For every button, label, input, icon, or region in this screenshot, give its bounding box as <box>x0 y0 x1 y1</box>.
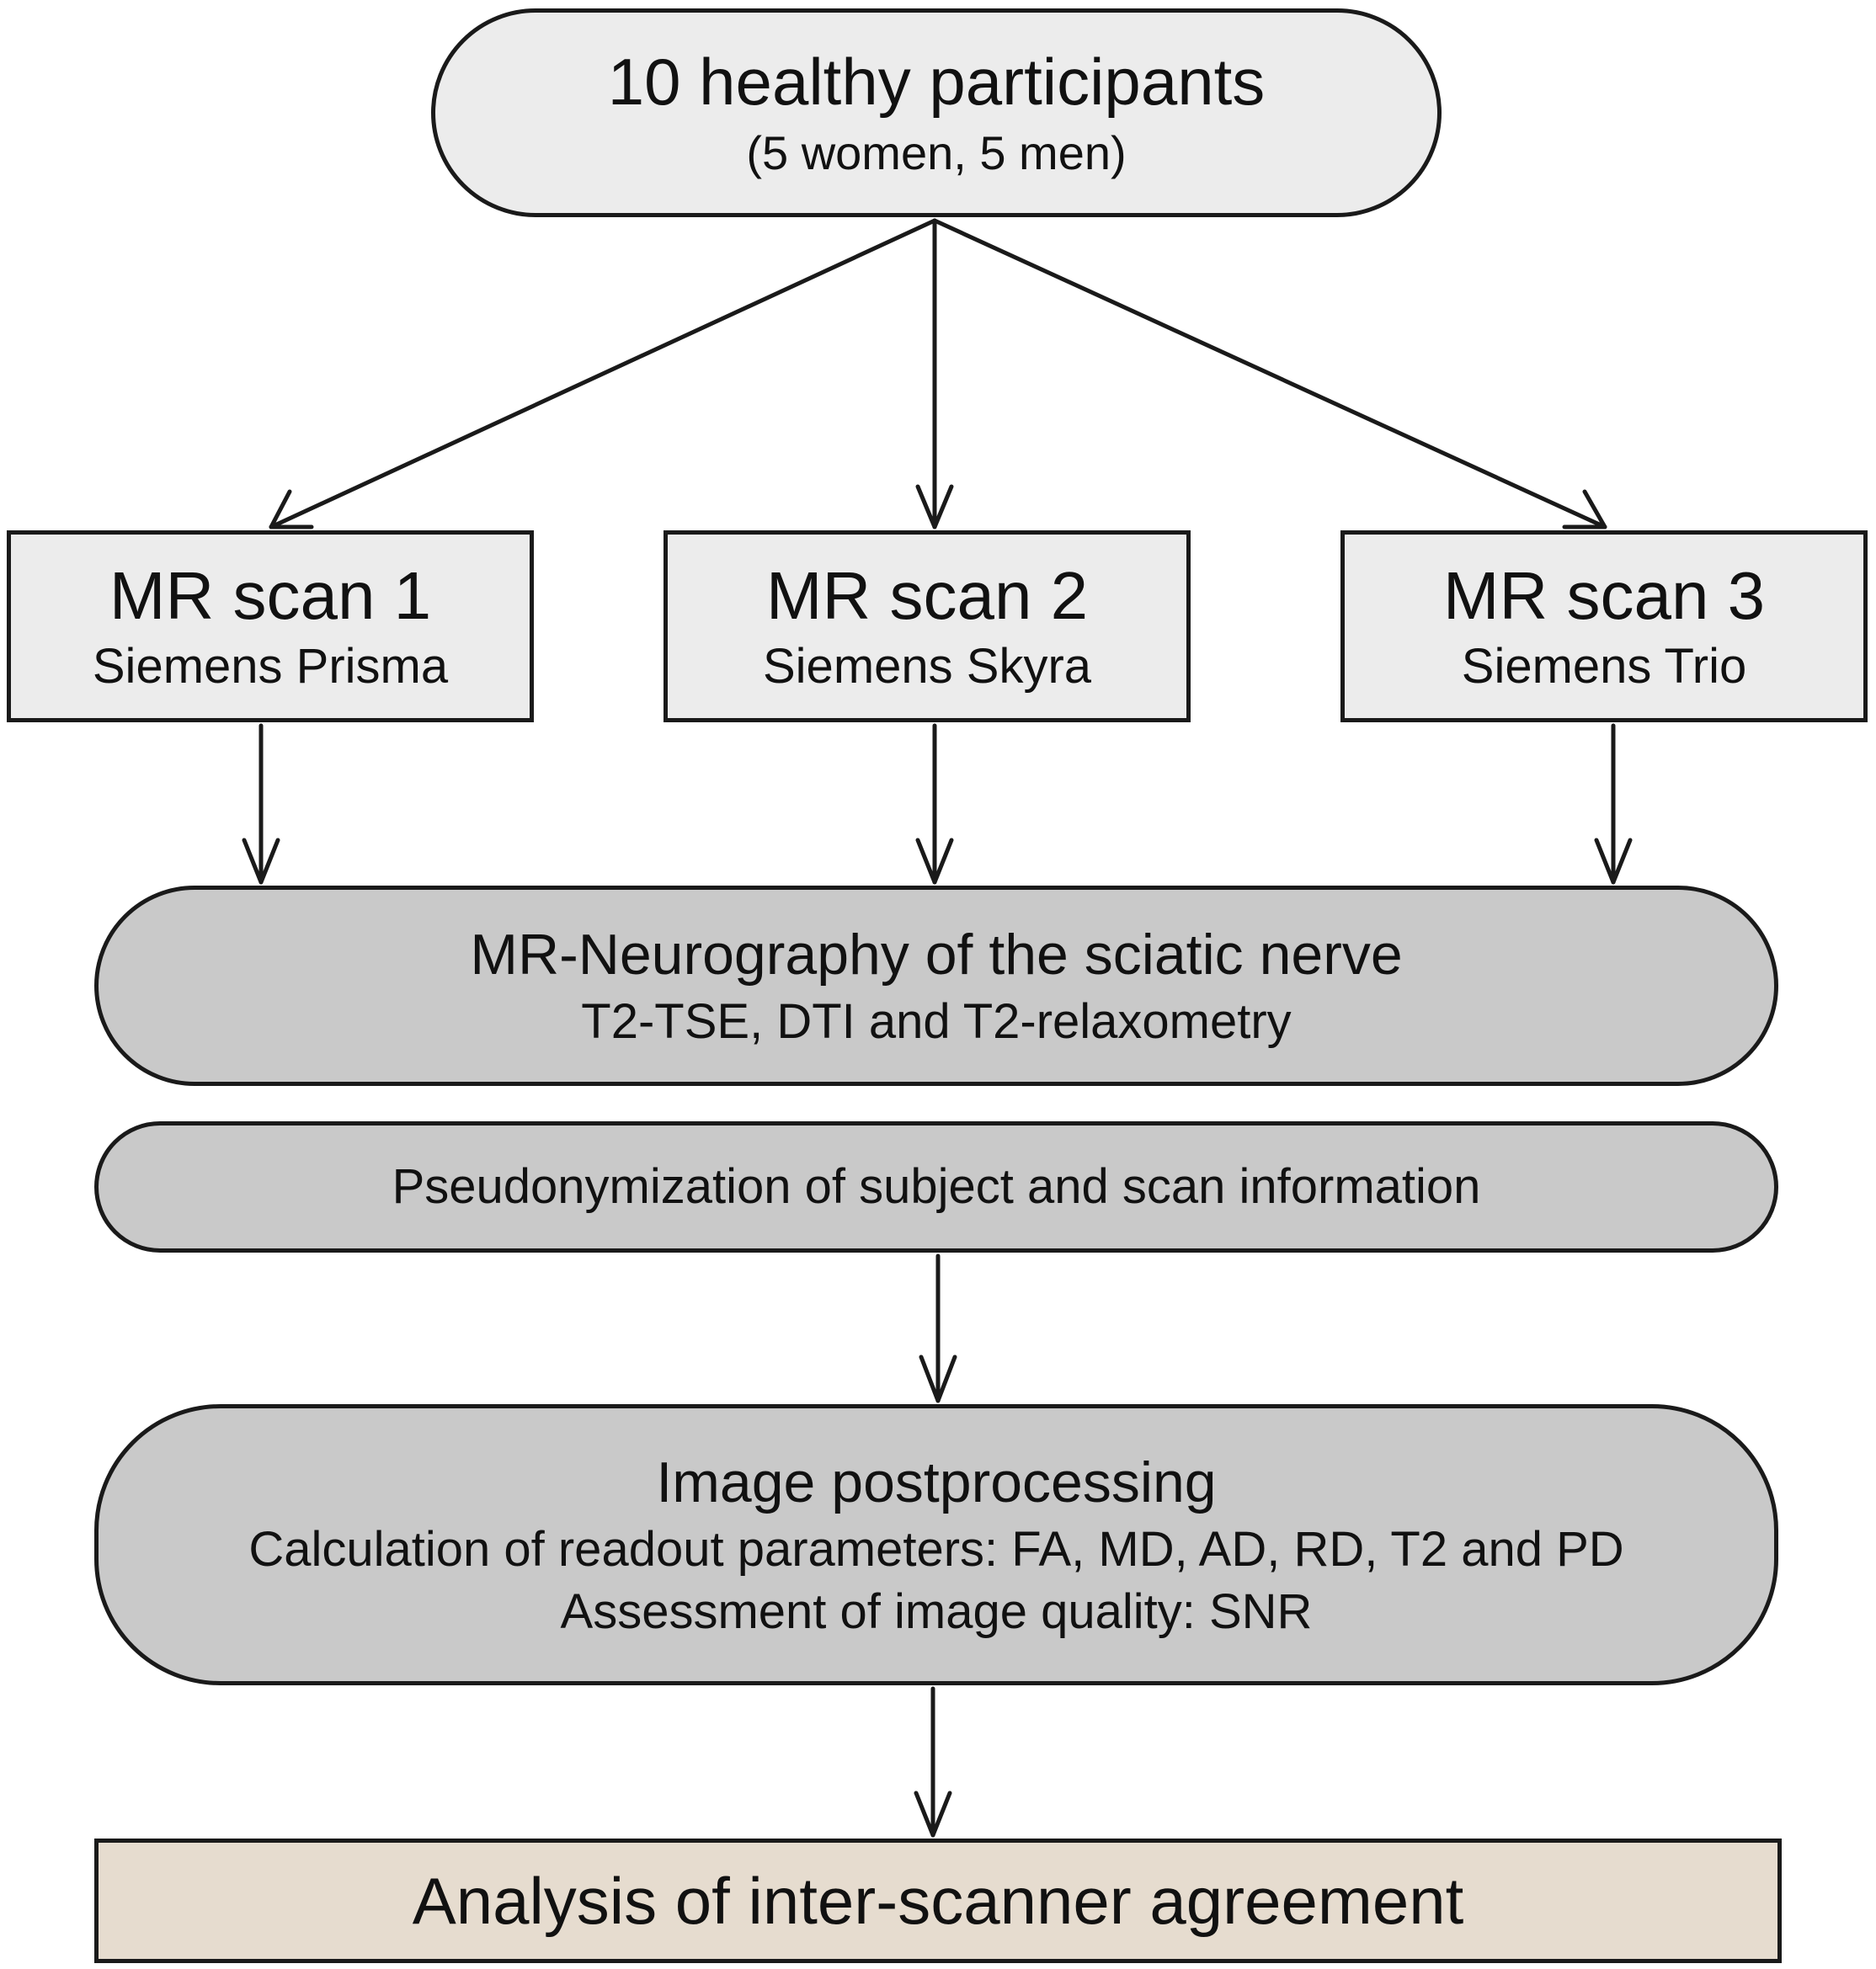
postprocessing-line-1: Calculation of readout parameters: FA, M… <box>248 1522 1624 1577</box>
pseudonymization-node: Pseudonymization of subject and scan inf… <box>94 1121 1778 1253</box>
arrowhead-neuro-2 <box>915 838 954 885</box>
arrow-participants-to-scan3 <box>932 218 1607 530</box>
neurography-subtitle: T2-TSE, DTI and T2-relaxometry <box>581 994 1292 1049</box>
arrowhead-scan1 <box>269 489 314 530</box>
scanner-name: Siemens Trio <box>1461 639 1747 694</box>
arrowhead-post <box>919 1354 957 1403</box>
scan-node-2: MR scan 2 Siemens Skyra <box>664 530 1191 722</box>
arrowhead-scan2 <box>915 484 954 530</box>
arrowhead-analysis <box>914 1791 952 1838</box>
arrowhead-scan3 <box>1562 489 1607 530</box>
scan-node-3: MR scan 3 Siemens Trio <box>1340 530 1868 722</box>
postprocessing-line-2: Assessment of image quality: SNR <box>560 1584 1313 1639</box>
participants-subtitle: (5 women, 5 men) <box>746 126 1127 179</box>
participants-node: 10 healthy participants (5 women, 5 men) <box>431 8 1442 217</box>
postprocessing-node: Image postprocessing Calculation of read… <box>94 1404 1778 1685</box>
scanner-name: Siemens Prisma <box>92 639 449 694</box>
analysis-node: Analysis of inter-scanner agreement <box>94 1839 1782 1963</box>
analysis-title: Analysis of inter-scanner agreement <box>412 1864 1464 1938</box>
arrow-participants-to-scan1 <box>269 218 937 530</box>
neurography-title: MR-Neurography of the sciatic nerve <box>470 923 1403 987</box>
arrowhead-neuro-3 <box>1594 838 1633 885</box>
scan-title: MR scan 2 <box>765 558 1089 633</box>
postprocessing-title: Image postprocessing <box>656 1450 1217 1514</box>
scan-node-1: MR scan 1 Siemens Prisma <box>7 530 534 722</box>
participants-title: 10 healthy participants <box>607 45 1266 119</box>
neurography-node: MR-Neurography of the sciatic nerve T2-T… <box>94 886 1778 1086</box>
scan-title: MR scan 3 <box>1442 558 1766 633</box>
scanner-name: Siemens Skyra <box>762 639 1092 694</box>
arrowhead-neuro-1 <box>242 838 280 885</box>
scan-title: MR scan 1 <box>109 558 432 633</box>
pseudonymization-title: Pseudonymization of subject and scan inf… <box>392 1159 1481 1214</box>
